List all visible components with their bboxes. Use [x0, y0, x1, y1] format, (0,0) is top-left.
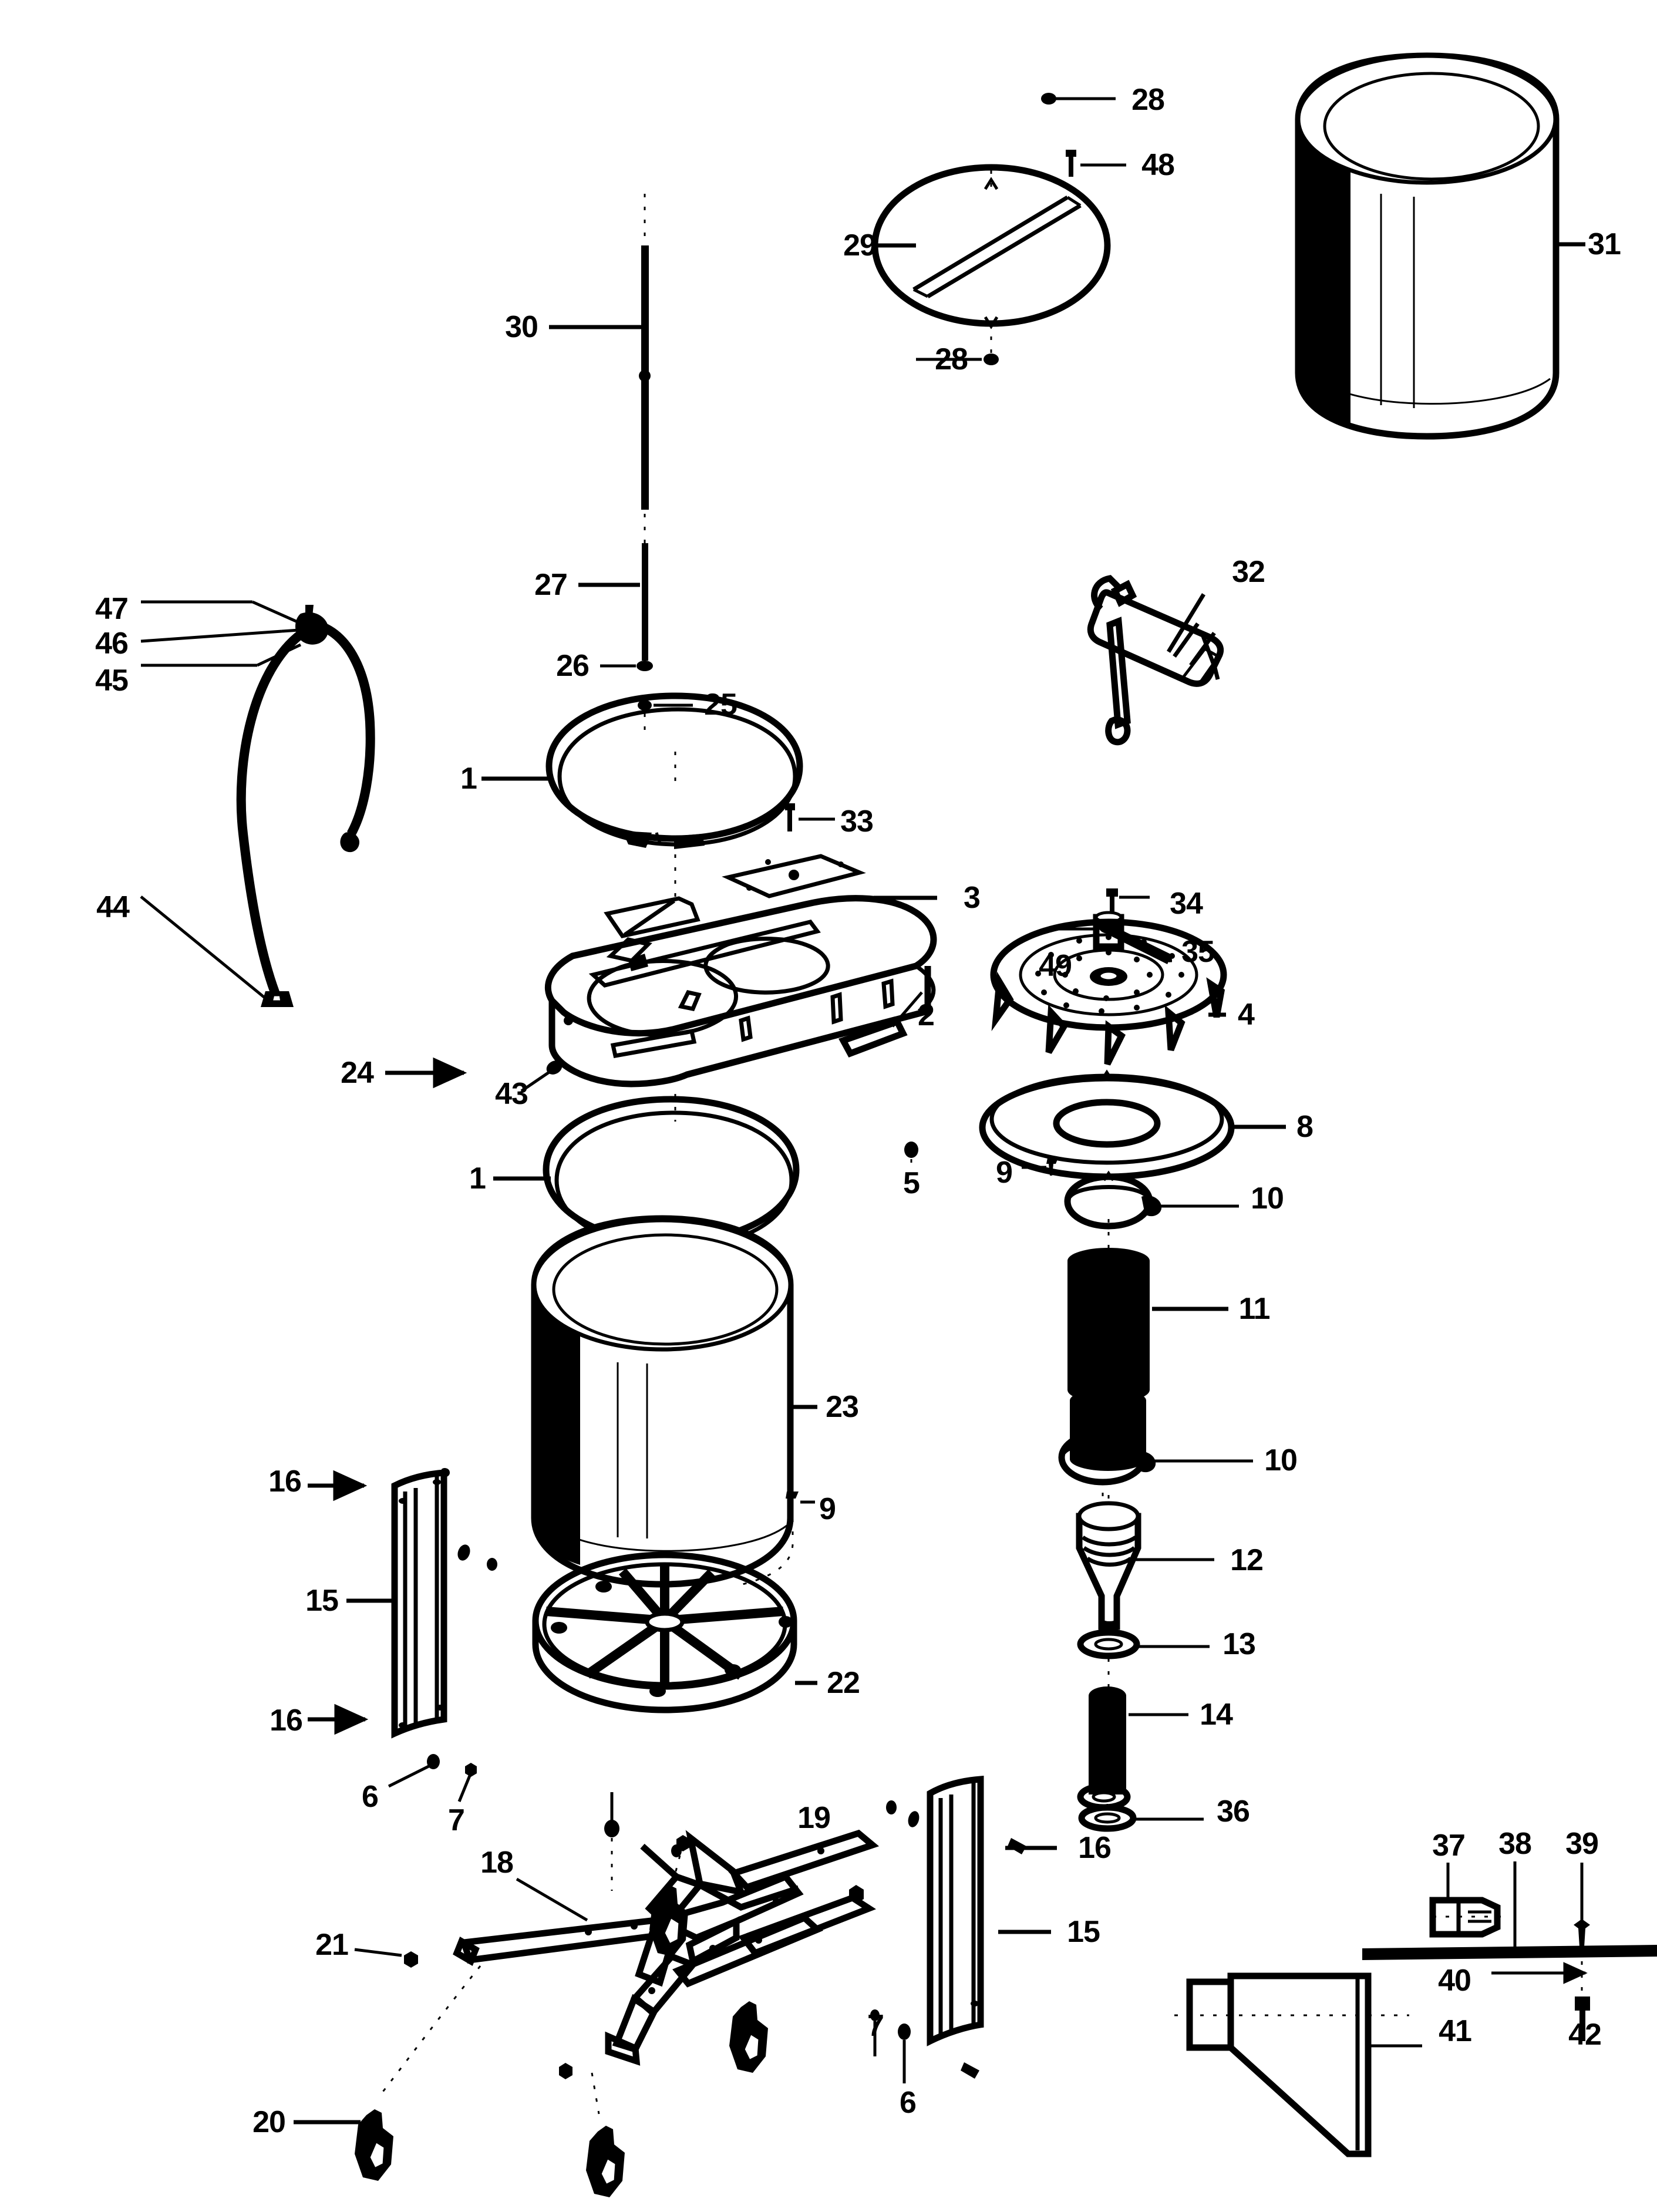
- callout-screw-9-upper: 9: [996, 1156, 1013, 1190]
- callout-clamp-band-lower: 10: [1264, 1443, 1298, 1477]
- callout-bolt-16-lower: 16: [270, 1703, 303, 1738]
- callout-caster-base-frame: 18: [480, 1846, 514, 1880]
- callout-bolt-16-right: 16: [1078, 1831, 1112, 1865]
- callout-motor-housing-cover: 3: [964, 881, 981, 915]
- callout-small-bead-pin-upper: 25: [704, 688, 737, 722]
- callout-pin-5: 5: [903, 1166, 920, 1200]
- callout-drum-tank: 23: [826, 1390, 859, 1424]
- callout-hose-coupling: 37: [1432, 1829, 1466, 1863]
- canister-31: [1295, 52, 1585, 440]
- callout-long-shaft: 30: [505, 310, 538, 344]
- wrench-32: [1087, 575, 1224, 746]
- callout-caster-wheel: 20: [252, 2105, 286, 2139]
- oval-plate-group: [871, 93, 1126, 365]
- callout-screw-9-lower: 9: [819, 1492, 836, 1526]
- spacer-14: [1078, 1686, 1204, 1832]
- callout-hose-clamp-bar: 38: [1498, 1827, 1532, 1861]
- motor-housing-3: [385, 854, 1058, 1176]
- callout-handle-fitting-47: 47: [95, 592, 129, 626]
- callout-handle-loop-45: 45: [95, 664, 129, 698]
- callout-fan-impeller: 4: [1238, 998, 1255, 1032]
- callout-funnel-cone: 12: [1230, 1543, 1264, 1577]
- callout-nozzle-41: 41: [1439, 2014, 1472, 2048]
- callout-pin-lever-35: 35: [1181, 935, 1215, 969]
- callout-oval-plate-with-bar: 29: [843, 228, 877, 262]
- callout-motor-armature: 11: [1238, 1292, 1271, 1326]
- callout-washer-36: 36: [1217, 1794, 1250, 1829]
- band-10-upper: [1064, 1170, 1239, 1257]
- callout-clamp-ring-upper: 1: [460, 762, 477, 796]
- callout-side-panel-left: 15: [305, 1584, 339, 1618]
- callout-pin-42: 42: [1568, 2018, 1602, 2052]
- callout-small-bead-pin: 26: [556, 649, 590, 683]
- fan-group: [990, 888, 1227, 1066]
- caster-base-18: [294, 1792, 880, 2197]
- callout-nut-21: 21: [315, 1928, 349, 1962]
- callout-handle-fitting-46: 46: [95, 627, 129, 661]
- callout-side-panel-right: 15: [1067, 1915, 1100, 1949]
- hose-group: [1174, 1861, 1657, 2157]
- callout-short-shaft: 27: [534, 568, 568, 602]
- band-10-lower: [1058, 1429, 1253, 1503]
- side-panel-right: [849, 1776, 1131, 2083]
- callout-spacer-14: 14: [1200, 1698, 1233, 1732]
- callout-handle-end-cap-44: 44: [96, 890, 130, 924]
- clamp-ring-upper: [481, 692, 835, 898]
- drum-23: [531, 1215, 817, 1588]
- callout-washer-13: 13: [1222, 1627, 1256, 1661]
- callout-clamp-band-upper: 10: [1251, 1181, 1284, 1216]
- callout-fan-baffle-plate: 8: [1296, 1110, 1314, 1144]
- callout-hose-40: 40: [1438, 1964, 1471, 1998]
- callout-pin-lower: 28: [935, 342, 968, 376]
- callout-large-cylinder-canister: 31: [1588, 227, 1621, 261]
- callout-bolt-16-upper: 16: [268, 1464, 302, 1499]
- callout-nut-7-right: 7: [867, 2009, 884, 2043]
- callout-screw-48: 48: [1141, 148, 1175, 182]
- caster-wheels: [355, 1885, 768, 2197]
- baffle-8: [979, 1062, 1286, 1180]
- callout-nut-7-left: 7: [448, 1803, 465, 1837]
- callout-spoked-base-plate: 22: [827, 1666, 860, 1700]
- handle-45: [140, 600, 375, 1007]
- callout-bolt-19: 19: [797, 1801, 831, 1835]
- callout-clamp-ring-lower: 1: [469, 1161, 486, 1196]
- callout-bolt-6-right: 6: [900, 2086, 917, 2120]
- funnel-12: [1076, 1495, 1214, 1688]
- callout-bolt-6-left: 6: [362, 1780, 379, 1814]
- side-panel-left: [308, 1468, 497, 1802]
- callout-pin-43: 43: [495, 1077, 528, 1111]
- callout-screw-33: 33: [840, 804, 874, 839]
- callout-socket-wrench: 32: [1232, 555, 1265, 589]
- spoked-plate-22: [532, 1551, 817, 1713]
- callout-name-plate: 2: [918, 998, 935, 1032]
- callout-pin-39: 39: [1565, 1827, 1599, 1861]
- callout-assembly-24: 24: [341, 1056, 374, 1090]
- callout-spacer-bushing-49: 49: [1039, 949, 1072, 983]
- armature-11: [1067, 1248, 1228, 1471]
- shaft-group: [549, 194, 693, 737]
- callout-screw-34: 34: [1170, 887, 1203, 921]
- callout-pin-upper: 28: [1131, 83, 1165, 117]
